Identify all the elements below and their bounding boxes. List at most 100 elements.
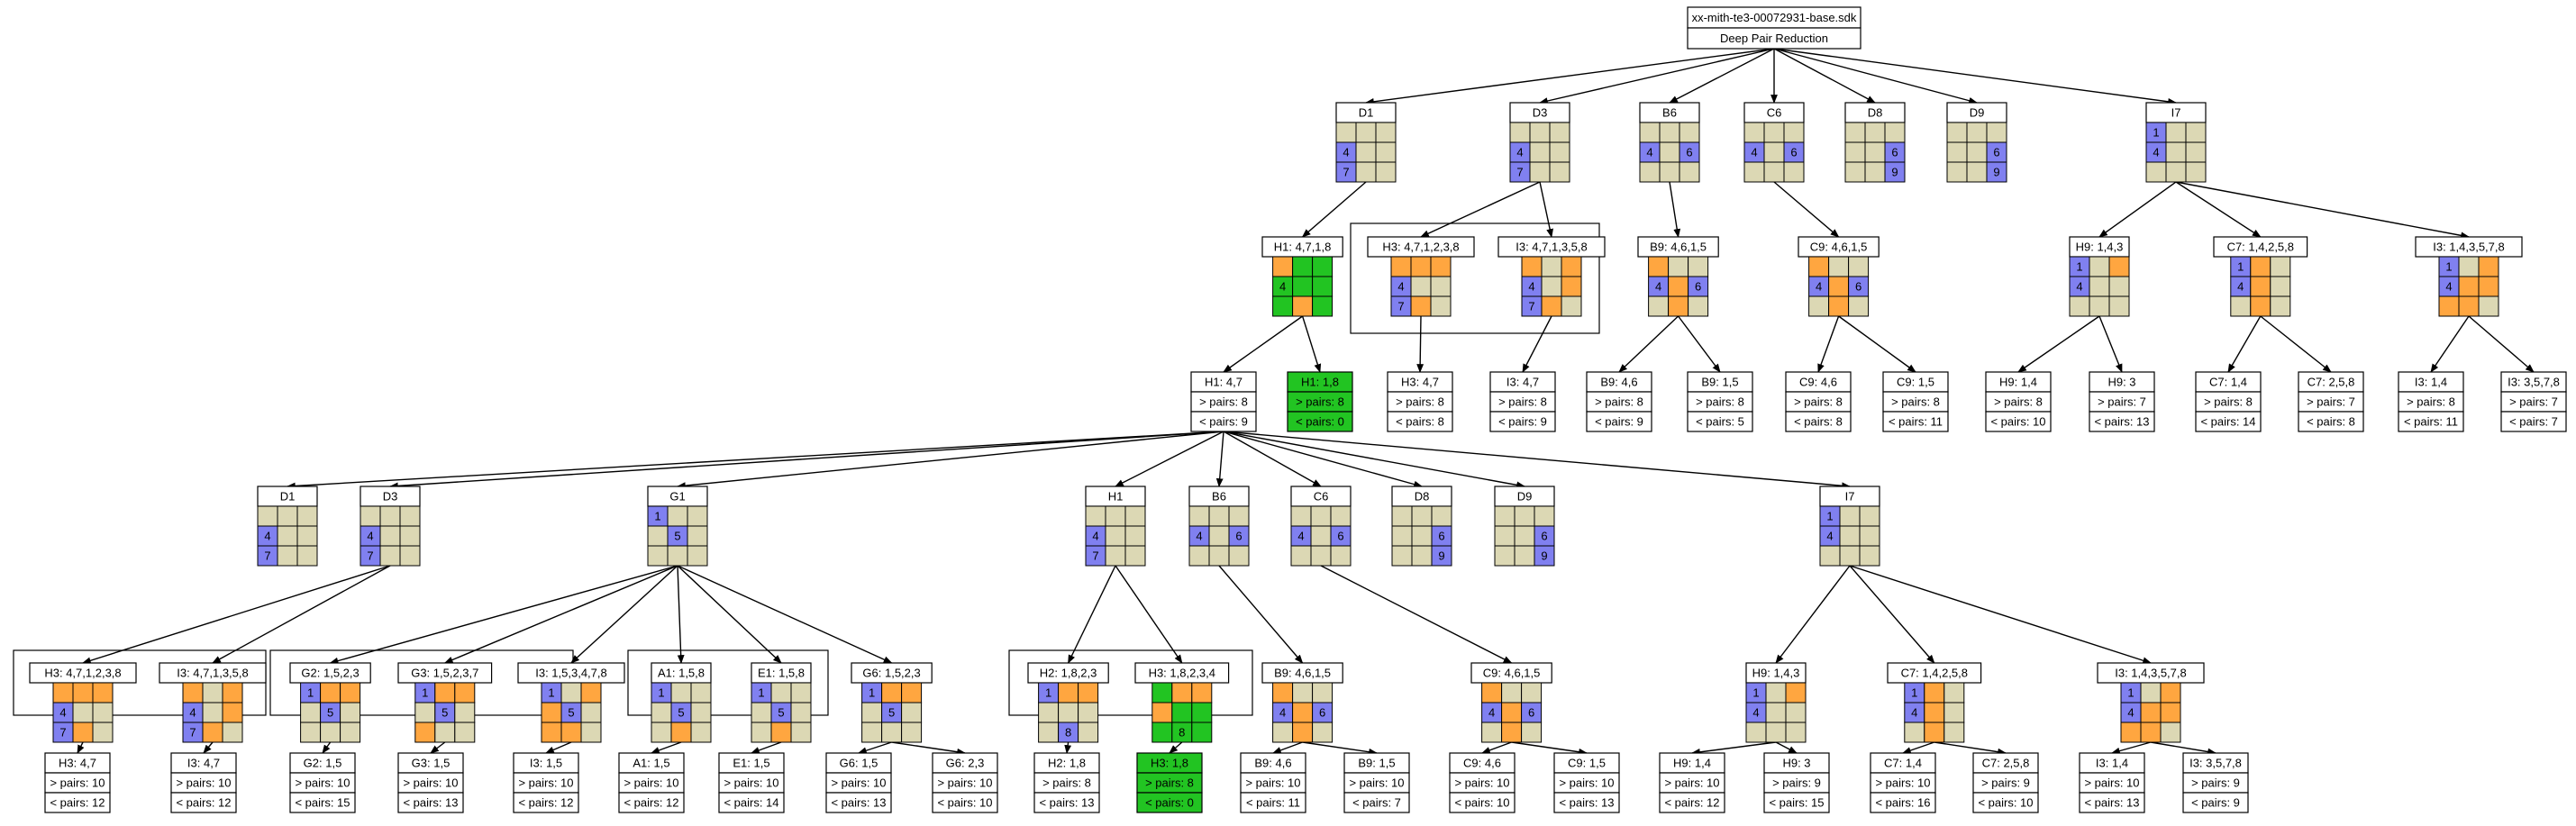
grid-cell (1639, 122, 1661, 143)
tree-edge (1365, 48, 1775, 105)
grid-cell (1549, 122, 1570, 143)
grid-cell (1859, 545, 1880, 567)
result-less: < pairs: 10 (937, 795, 992, 809)
tree-edge (1539, 181, 1553, 238)
cell-digit: 6 (1528, 705, 1534, 719)
grid-cell (670, 682, 692, 703)
cell-digit: 4 (1092, 529, 1098, 542)
grid-cell (881, 722, 903, 743)
grid-label: I3: 1,5,3,4,7,8 (535, 666, 607, 679)
grid-cell (2185, 161, 2207, 183)
grid-label: C7: 1,4,2,5,8 (1901, 666, 1968, 679)
grid-cell (1228, 545, 1250, 567)
result-label: I3: 4,7 (187, 756, 220, 769)
grid-cell (1924, 722, 1945, 743)
grid-cell (1549, 161, 1570, 183)
cell-digit: 1 (307, 685, 314, 699)
grid-cell (1828, 256, 1850, 277)
result-less: < pairs: 12 (1664, 795, 1719, 809)
cell-digit: 1 (758, 685, 764, 699)
tree-edge (1678, 315, 1721, 373)
cell-digit: 1 (548, 685, 554, 699)
tree-edge (1301, 315, 1322, 373)
grid-cell (1292, 276, 1314, 297)
tree-edge (82, 565, 391, 665)
grid-cell (2230, 295, 2252, 317)
grid-cell (1191, 702, 1213, 723)
tree-edge (1320, 565, 1513, 664)
grid-cell (1272, 682, 1294, 703)
grid-cell (1943, 722, 1965, 743)
grid-cell (1310, 525, 1332, 547)
result-less: < pairs: 5 (1696, 414, 1744, 428)
result-less: < pairs: 15 (1769, 795, 1824, 809)
grid-cell (1375, 122, 1397, 143)
result-more: > pairs: 8 (1199, 395, 1248, 408)
cell-digit: 4 (1297, 529, 1304, 542)
grid-node: H3: 1,8,2,3,48 (1134, 662, 1230, 743)
grid-cell (1529, 122, 1551, 143)
grid-cell (1541, 256, 1562, 277)
cell-digit: 1 (2237, 259, 2244, 273)
grid-cell (1078, 722, 1099, 743)
grid-label: I7 (2171, 105, 2181, 119)
grid-cell (1411, 505, 1433, 527)
tree-edge (1618, 315, 1679, 373)
grid-label: G3: 1,5,2,3,7 (411, 666, 478, 679)
grid-cell (2108, 295, 2130, 317)
grid-cell (1312, 256, 1334, 277)
grid-cell (1986, 122, 2007, 143)
grid-cell (1924, 682, 1945, 703)
grid-cell (1410, 256, 1432, 277)
grid-cell (1292, 256, 1314, 277)
grid-cell (1494, 505, 1516, 527)
grid-cell (2069, 295, 2090, 317)
result-node: I3: 1,4> pairs: 8< pairs: 11 (2398, 371, 2464, 432)
grid-label: D8 (1868, 105, 1883, 119)
grid-label: D8 (1415, 489, 1430, 503)
result-less: < pairs: 15 (295, 795, 350, 809)
grid-cell (1763, 161, 1785, 183)
result-label: A1: 1,5 (633, 756, 669, 769)
tree-edge (677, 565, 685, 664)
result-more: > pairs: 8 (1145, 776, 1194, 789)
grid-label: B9: 4,6,1,5 (1650, 240, 1707, 253)
result-node: H9: 1,4> pairs: 8< pairs: 10 (1985, 371, 2052, 432)
cell-digit: 4 (2237, 279, 2244, 293)
result-less: < pairs: 12 (50, 795, 105, 809)
grid-label: C9: 4,6,1,5 (1483, 666, 1541, 679)
cell-digit: 4 (2127, 705, 2134, 719)
grid-cell (2458, 276, 2480, 297)
grid-cell (2438, 295, 2460, 317)
cell-digit: 8 (1065, 725, 1071, 739)
result-label: I3: 1,5 (530, 756, 562, 769)
cell-digit: 4 (1816, 279, 1822, 293)
grid-cell (202, 702, 223, 723)
result-node: G2: 1,5> pairs: 10< pairs: 15 (289, 752, 356, 813)
grid-cell (1679, 122, 1700, 143)
grid-cell (399, 505, 421, 527)
grid-cell (1659, 122, 1680, 143)
result-less: < pairs: 9 (1595, 414, 1643, 428)
result-label: C7: 1,4 (2209, 375, 2247, 388)
grid-node: H3: 4,7,1,2,3,847 (29, 662, 137, 743)
tree-edge (1773, 48, 1876, 104)
result-node: B9: 4,6> pairs: 10< pairs: 11 (1240, 752, 1306, 813)
tree-edge (1223, 431, 1851, 490)
tree-edge (1669, 48, 1775, 104)
grid-cell (1745, 722, 1767, 743)
cell-digit: 4 (1751, 145, 1757, 159)
result-less: < pairs: 10 (1978, 795, 2033, 809)
result-label: H9: 1,4 (1999, 375, 2037, 388)
grid-cell (340, 722, 361, 743)
result-node: I3: 3,5,7,8> pairs: 7< pairs: 7 (2500, 371, 2567, 432)
grid-cell (414, 722, 436, 743)
result-node: A1: 1,5> pairs: 10< pairs: 12 (618, 752, 685, 813)
cell-digit: 7 (59, 725, 66, 739)
grid-cell (1534, 545, 1555, 567)
cell-digit: 4 (1397, 279, 1404, 293)
result-more: > pairs: 10 (50, 776, 105, 789)
